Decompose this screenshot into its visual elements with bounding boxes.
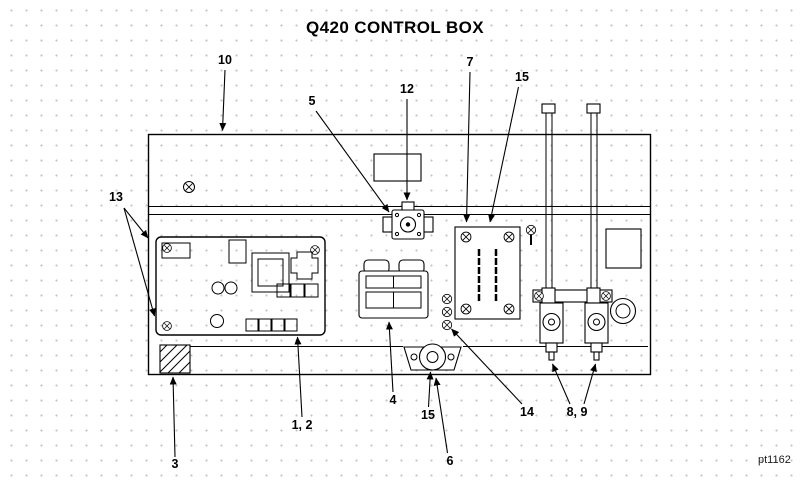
screw-stack: [441, 293, 453, 331]
callout-label: 12: [400, 82, 414, 96]
solenoid-right: [584, 302, 609, 361]
callout-7: 7: [463, 55, 474, 223]
manifold-tubes: [532, 103, 613, 304]
drawing-code: pt1162: [758, 454, 791, 466]
callout-3: 3: [169, 376, 179, 471]
callout-14: 14: [451, 328, 534, 419]
screw-icon: [183, 181, 195, 193]
flange-connector: [403, 343, 462, 371]
callout-label: 15: [421, 408, 435, 422]
callout-label: 8, 9: [567, 405, 588, 419]
circuit-board: [155, 236, 326, 336]
callout-label: 7: [467, 55, 474, 69]
transformer: [358, 259, 429, 319]
callout-label: 5: [309, 94, 316, 108]
callout-15-top: 15: [488, 70, 529, 223]
nameplate: [373, 153, 422, 182]
side-plate: [605, 228, 642, 269]
terminal-block: [454, 226, 521, 320]
callout-label: 4: [390, 393, 397, 407]
enclosure-outline: [147, 133, 652, 376]
callout-label: 13: [109, 190, 123, 204]
callout-4: 4: [385, 321, 397, 407]
callout-6: 6: [433, 377, 454, 468]
solenoid-left: [539, 302, 564, 361]
callout-label: 1, 2: [292, 418, 313, 432]
callout-label: 6: [447, 454, 454, 468]
junction-box: [159, 344, 191, 374]
callout-1-2: 1, 2: [292, 336, 313, 432]
callout-label: 15: [515, 70, 529, 84]
callout-15-bottom: 15: [421, 371, 435, 422]
callout-label: 10: [218, 53, 232, 67]
callout-12: 12: [400, 82, 414, 201]
callout-10: 10: [218, 53, 232, 131]
callout-5: 5: [309, 94, 390, 213]
callout-13: 13: [109, 190, 156, 317]
page-title: Q420 CONTROL BOX: [306, 18, 484, 37]
callout-label: 14: [520, 405, 534, 419]
screw-icon: [525, 224, 537, 245]
callout-label: 3: [172, 457, 179, 471]
callout-8-9: 8, 9: [551, 363, 597, 419]
grommet: [609, 297, 637, 325]
gas-valve: [382, 201, 434, 240]
